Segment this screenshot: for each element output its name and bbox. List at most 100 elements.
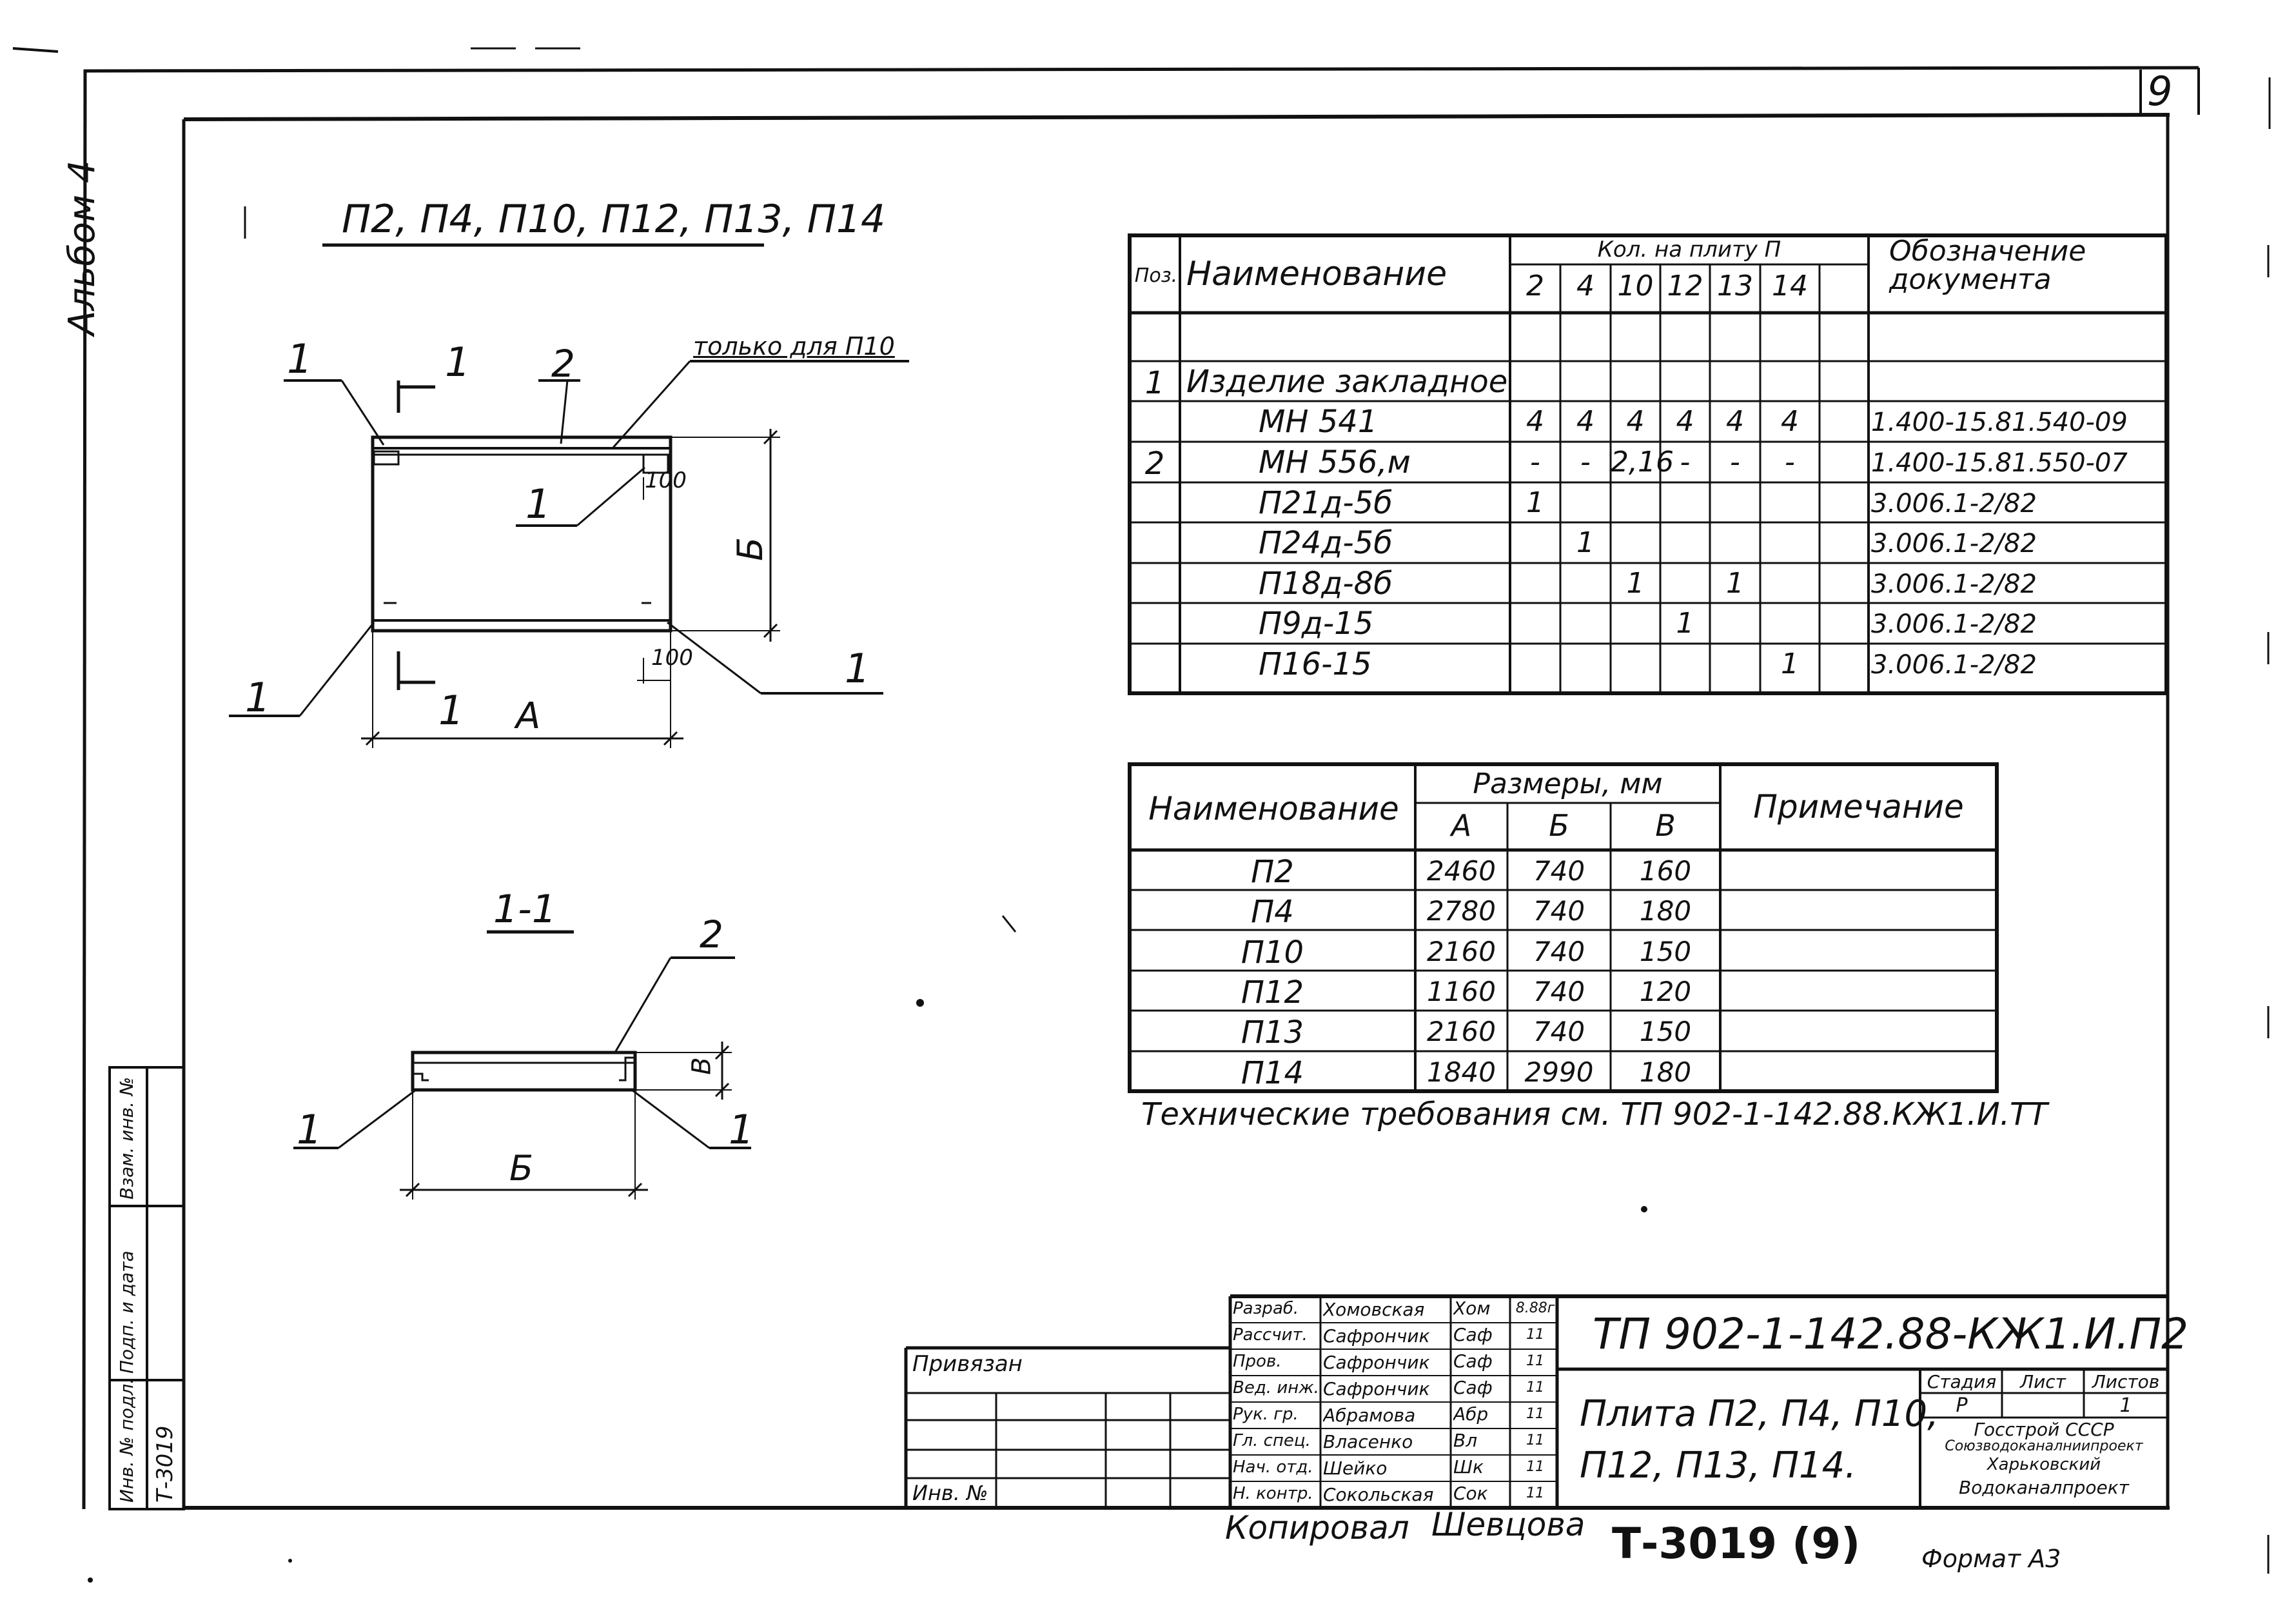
label-pos1-section-right: 1 bbox=[729, 1106, 754, 1153]
spec-qty: 4 bbox=[1526, 405, 1544, 438]
spec-qty: - bbox=[1785, 446, 1795, 479]
size-a: 2160 bbox=[1427, 935, 1496, 967]
drawing-title-line1: Плита П2, П4, П10, bbox=[1580, 1393, 1939, 1435]
staff-name: Сафрончик bbox=[1323, 1325, 1430, 1347]
size-name: П2 bbox=[1251, 854, 1294, 890]
size-b: 740 bbox=[1533, 1016, 1585, 1048]
label-pos1-plan-top: 1 bbox=[287, 335, 313, 382]
spec-doc: 1.400-15.81.550-07 bbox=[1871, 448, 2128, 478]
label-dim-100-bottom: 100 bbox=[651, 645, 693, 671]
staff-role: Рук. гр. bbox=[1233, 1405, 1299, 1424]
size-v: 150 bbox=[1639, 1016, 1692, 1048]
org-line3: Харьковский bbox=[1987, 1455, 2101, 1474]
spec-name: МН 556,м bbox=[1259, 444, 1411, 480]
staff-date: 11 bbox=[1526, 1459, 1544, 1475]
side-stamp-inv-value: Т-3019 bbox=[152, 1425, 178, 1503]
staff-signature: Саф bbox=[1453, 1324, 1493, 1345]
format-label: Формат А3 bbox=[1921, 1545, 2061, 1573]
size-name: П10 bbox=[1241, 934, 1304, 971]
label-cut-bottom: 1 bbox=[438, 687, 464, 734]
label-pos1-plan-left: 1 bbox=[245, 674, 271, 721]
label-pos2-section: 2 bbox=[700, 913, 723, 956]
size-b: 740 bbox=[1533, 855, 1585, 887]
sheet-header: Лист bbox=[2020, 1371, 2066, 1392]
size-a: 2460 bbox=[1427, 855, 1496, 887]
label-dim-a: А bbox=[516, 695, 541, 737]
spec-name: П24д-5б bbox=[1259, 525, 1393, 561]
size-a: 2160 bbox=[1427, 1016, 1496, 1048]
size-name: П12 bbox=[1241, 974, 1304, 1011]
spec-col-header: 13 bbox=[1717, 270, 1753, 302]
spec-row: П21д-5б 1 3.006.1-2/82 bbox=[1130, 482, 2166, 522]
spec-qty: 1 bbox=[1781, 647, 1799, 680]
sheet-number: 9 bbox=[2147, 68, 2173, 115]
spec-doc: 3.006.1-2/82 bbox=[1871, 650, 2037, 680]
inv-no-label: Инв. № bbox=[912, 1481, 988, 1505]
label-pos1-plan-right: 1 bbox=[845, 645, 870, 692]
size-v: 180 bbox=[1639, 895, 1692, 927]
spec-header-name: Наименование bbox=[1186, 255, 1447, 293]
spec-qty: 4 bbox=[1781, 405, 1799, 438]
spec-qty: - bbox=[1580, 446, 1591, 479]
size-header-group: Размеры, мм bbox=[1473, 767, 1663, 800]
staff-signature: Хом bbox=[1453, 1298, 1491, 1319]
spec-name: П21д-5б bbox=[1259, 485, 1393, 521]
staff-date: 11 bbox=[1526, 1379, 1544, 1396]
spec-doc: 3.006.1-2/82 bbox=[1871, 569, 2037, 599]
spec-qty: 1 bbox=[1526, 486, 1544, 519]
spec-pos: 2 bbox=[1144, 446, 1165, 482]
spec-name: МН 541 bbox=[1259, 404, 1378, 440]
spec-qty: - bbox=[1530, 446, 1540, 479]
size-col-header: Б bbox=[1549, 808, 1569, 843]
spec-col-header: 2 bbox=[1526, 270, 1544, 302]
side-stamp-sign: Подп. и дата bbox=[116, 1250, 137, 1374]
spec-row bbox=[1130, 313, 2166, 361]
staff-role: Гл. спец. bbox=[1233, 1431, 1311, 1450]
staff-name: Власенко bbox=[1323, 1431, 1413, 1452]
spec-col-header: 12 bbox=[1667, 270, 1703, 302]
staff-signature: Вл bbox=[1453, 1430, 1478, 1451]
spec-qty: - bbox=[1680, 446, 1691, 479]
spec-doc: 3.006.1-2/82 bbox=[1871, 489, 2037, 519]
staff-role: Н. контр. bbox=[1233, 1484, 1313, 1503]
spec-qty: 4 bbox=[1676, 405, 1694, 438]
spec-header-qty-group: Кол. на плиту П bbox=[1597, 237, 1781, 262]
size-b: 2990 bbox=[1524, 1056, 1594, 1088]
inventory-stamp: Т-3019 (9) bbox=[1612, 1519, 1861, 1568]
album-label: Альбом 4 bbox=[61, 160, 103, 335]
org-line4: Водоканалпроект bbox=[1959, 1477, 2129, 1498]
label-dim-b-vertical: Б bbox=[730, 537, 771, 562]
size-a: 2780 bbox=[1427, 895, 1496, 927]
org-line2: Союзводоканалниипроект bbox=[1945, 1438, 2143, 1454]
staff-name: Хомовская bbox=[1323, 1299, 1425, 1320]
size-a: 1160 bbox=[1427, 975, 1496, 1007]
label-dim-100-top: 100 bbox=[645, 468, 687, 493]
staff-signature: Шк bbox=[1453, 1456, 1484, 1478]
org-line1: Госстрой СССР bbox=[1974, 1419, 2114, 1440]
staff-signature: Саф bbox=[1453, 1377, 1493, 1398]
spec-qty: 1 bbox=[1576, 526, 1594, 559]
spec-name: П9д-15 bbox=[1259, 606, 1374, 642]
spec-col-header: 10 bbox=[1617, 270, 1654, 302]
staff-signature: Абр bbox=[1453, 1403, 1489, 1425]
size-v: 150 bbox=[1639, 935, 1692, 967]
spec-qty: 1 bbox=[1726, 567, 1744, 600]
spec-qty: - bbox=[1730, 446, 1740, 479]
spec-name: П18д-8б bbox=[1259, 566, 1393, 602]
copied-by: Копировал bbox=[1225, 1509, 1409, 1547]
spec-name: Изделие закладное bbox=[1186, 364, 1508, 400]
size-header-name: Наименование bbox=[1148, 790, 1399, 827]
